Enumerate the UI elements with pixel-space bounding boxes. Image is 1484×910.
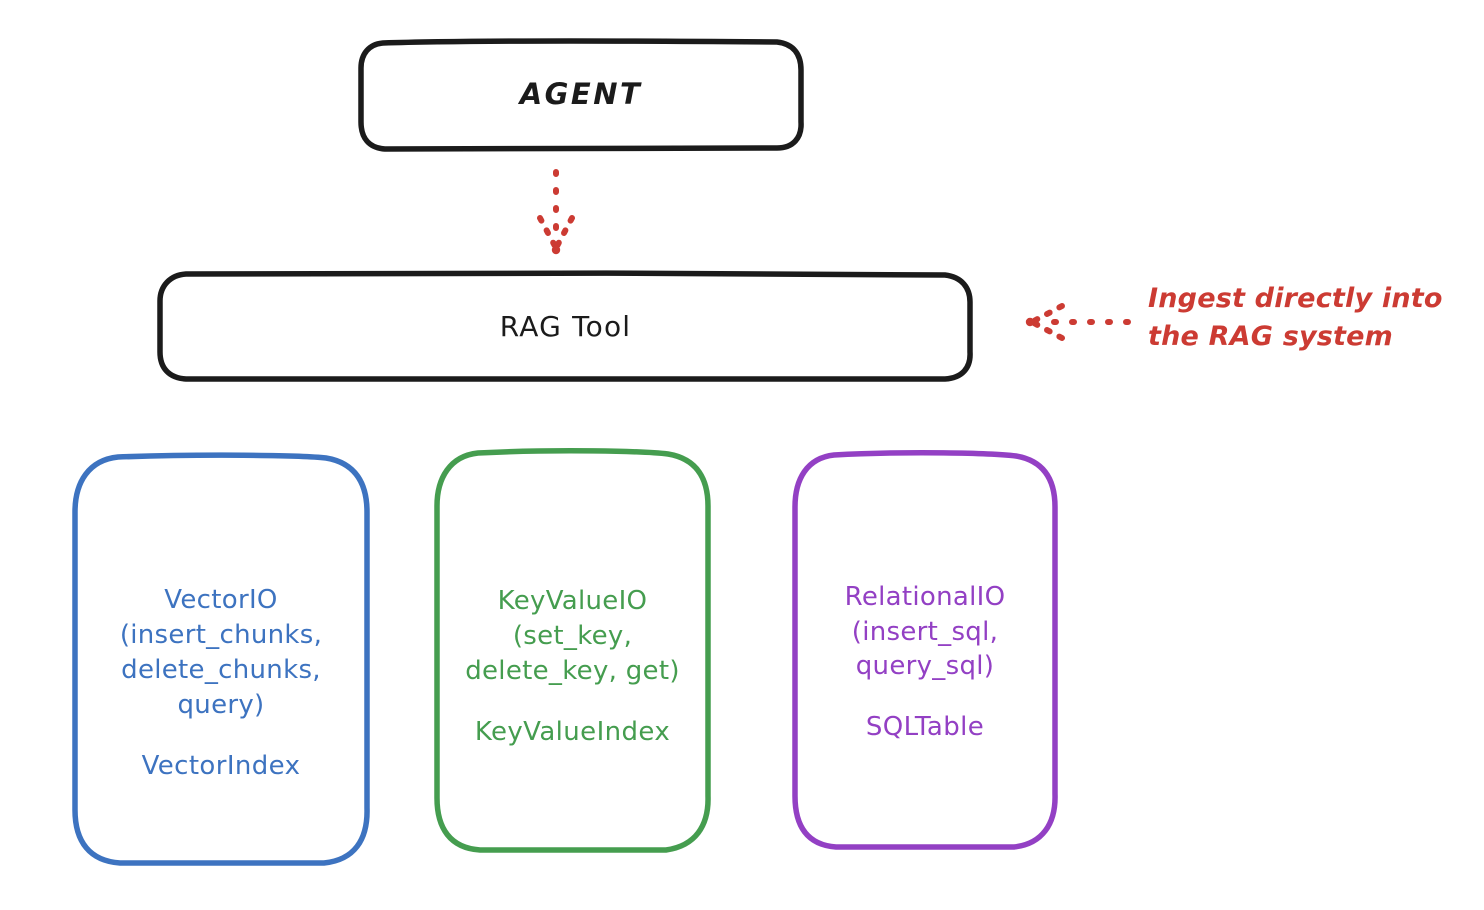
rag-tool-box-outline (157, 270, 973, 382)
agent-box-outline (358, 38, 804, 152)
vector-io-label: VectorIO (insert_chunks, delete_chunks, … (119, 585, 323, 720)
relational-io-box-outline (792, 450, 1058, 850)
ingest-annotation-text: Ingest directly into the RAG system (1148, 283, 1443, 353)
vector-io-box-outline (72, 452, 370, 866)
vector-io-box[interactable]: VectorIO (insert_chunks, delete_chunks, … (70, 452, 372, 868)
key-value-io-sublabel: KeyValueIndex (474, 716, 671, 747)
arrow-ingest-to-rag-tool (1025, 303, 1131, 341)
key-value-io-content: KeyValueIO (set_key, delete_key, get) Ke… (432, 584, 713, 746)
relational-io-sublabel: SQLTable (865, 712, 985, 743)
rag-tool-label: RAG Tool (499, 309, 632, 343)
rag-tool-box[interactable]: RAG Tool (156, 270, 975, 383)
vector-io-sublabel: VectorIndex (141, 750, 301, 781)
arrow-agent-to-rag-tool (537, 169, 575, 255)
key-value-io-box-outline (434, 448, 711, 853)
agent-label: AGENT (519, 77, 643, 112)
relational-io-content: RelationalIO (insert_sql, query_sql) SQL… (790, 580, 1060, 742)
vector-io-content: VectorIO (insert_chunks, delete_chunks, … (70, 583, 372, 780)
relational-io-label: RelationalIO (insert_sql, query_sql) (844, 581, 1006, 682)
key-value-io-label: KeyValueIO (set_key, delete_key, get) (465, 586, 680, 686)
agent-box[interactable]: AGENT (357, 38, 805, 152)
key-value-io-box[interactable]: KeyValueIO (set_key, delete_key, get) Ke… (432, 448, 713, 855)
relational-io-box[interactable]: RelationalIO (insert_sql, query_sql) SQL… (790, 450, 1060, 852)
